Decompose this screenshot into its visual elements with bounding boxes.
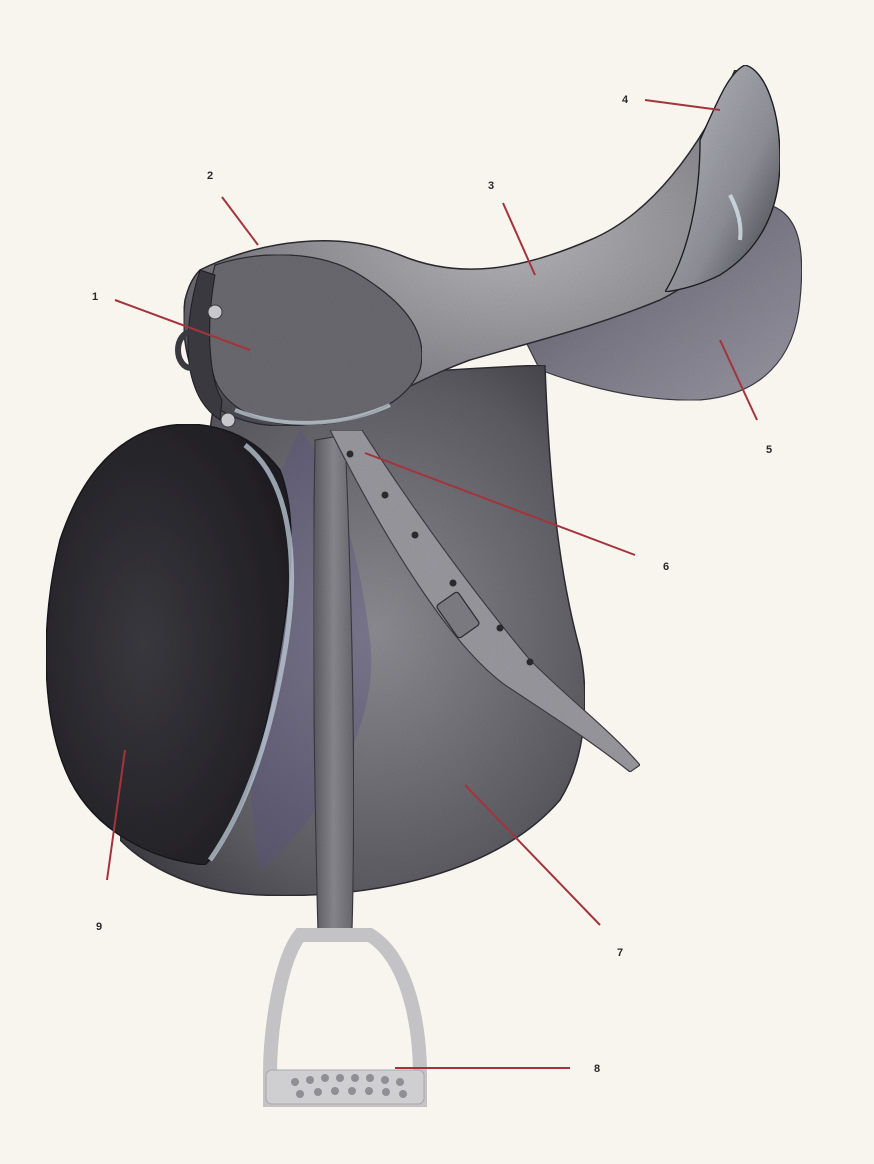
stud-lower [221,413,235,427]
callout-number-5: 5 [766,444,772,456]
callout-number-6: 6 [663,561,669,573]
callout-number-2: 2 [207,170,213,182]
callout-number-9: 9 [96,921,102,933]
callout-number-4: 4 [622,94,629,106]
leader-line-4 [645,100,720,110]
stirrup-leather [314,435,354,932]
callout-number-3: 3 [488,180,494,192]
stud-upper [208,305,222,319]
leader-line-2 [222,197,258,245]
callout-number-7: 7 [617,947,623,959]
callout-number-1: 1 [92,291,98,303]
callout-number-8: 8 [594,1063,600,1075]
stirrup-iron [266,935,424,1104]
